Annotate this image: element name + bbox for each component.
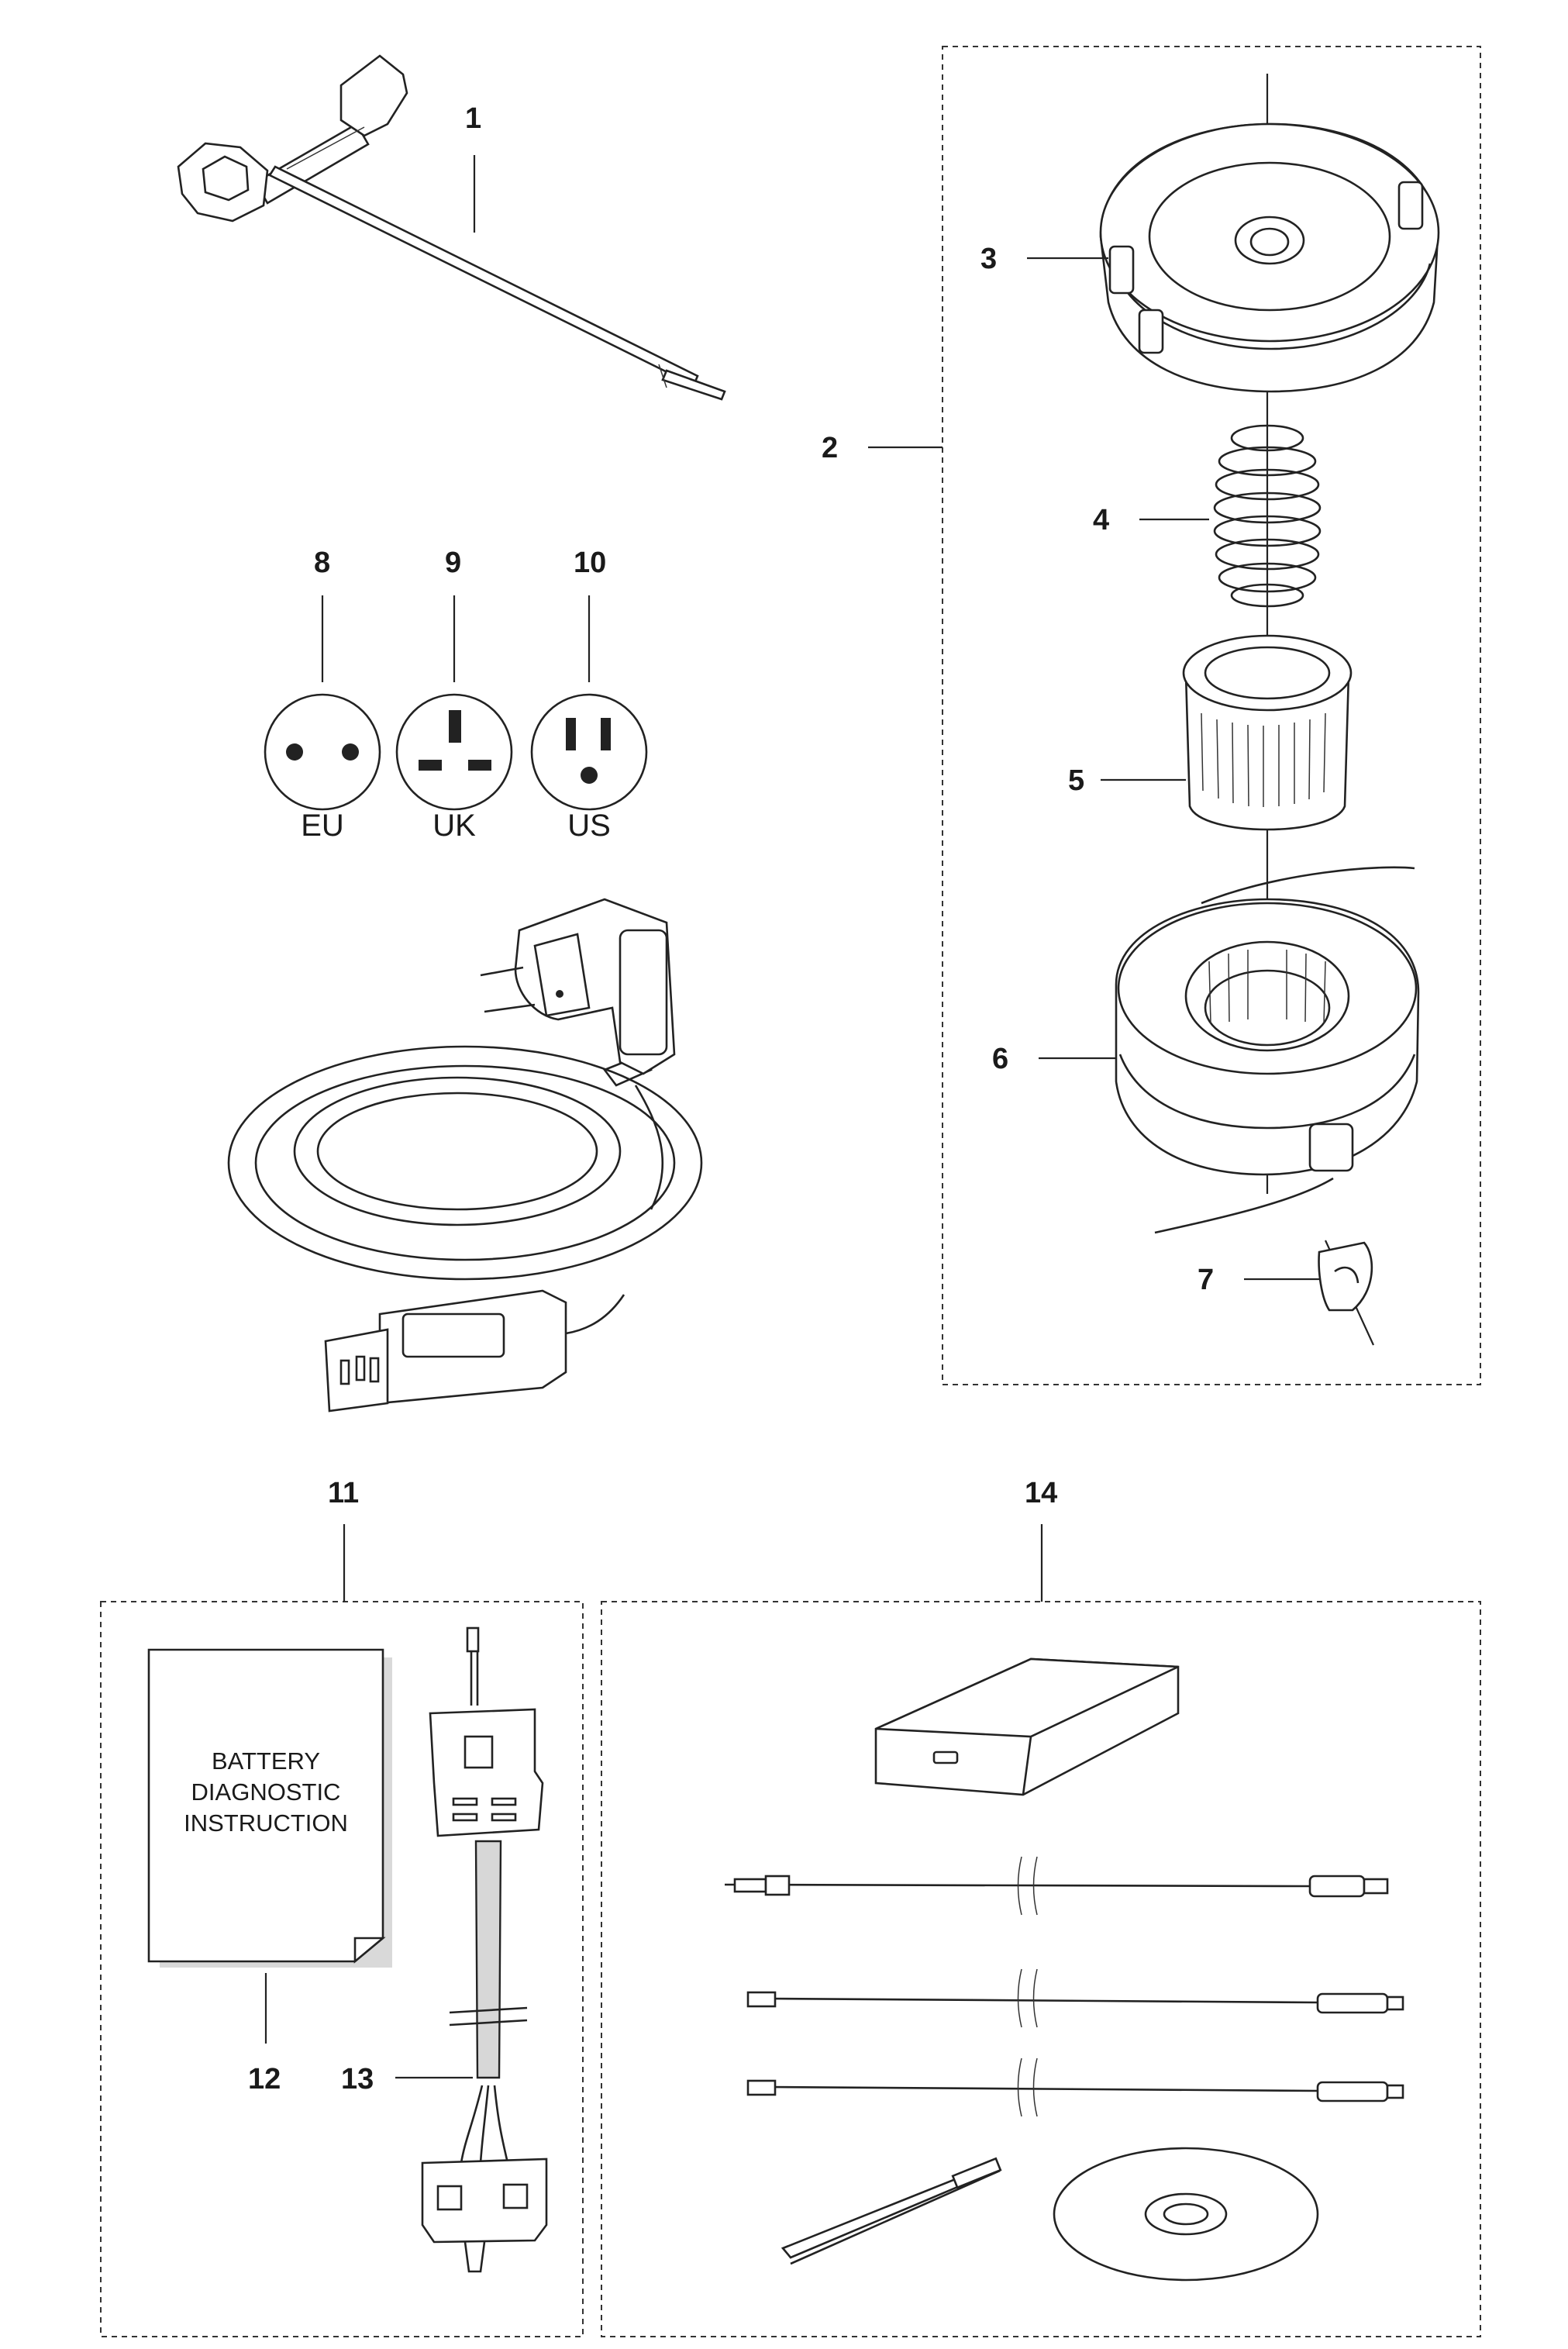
battery-diagnostic-group-box — [100, 1601, 584, 2337]
plug-uk-icon — [395, 693, 513, 811]
callout-7: 7 — [1198, 1264, 1214, 1296]
callout-8: 8 — [314, 547, 330, 579]
callout-10: 10 — [574, 547, 606, 579]
plug-eu-icon — [264, 693, 381, 811]
callout-12: 12 — [248, 2063, 281, 2095]
diagnostic-cable-2 — [746, 1968, 1404, 2028]
callout-11: 11 — [328, 1477, 359, 1509]
software-cd — [1053, 2147, 1319, 2282]
callout-13: 13 — [341, 2063, 374, 2095]
trimmer-spool — [1115, 866, 1420, 1234]
manual-line-3: INSTRUCTION — [184, 1809, 348, 1837]
callout-4: 4 — [1093, 504, 1109, 536]
callout-2: 2 — [822, 432, 838, 464]
callout-3: 3 — [980, 243, 997, 275]
combination-wrench — [177, 54, 726, 401]
battery-diagnostic-manual — [147, 1648, 392, 1968]
diagnostic-cable-1 — [724, 1856, 1389, 1916]
battery-adapter-cable — [421, 1626, 548, 2273]
callout-6: 6 — [992, 1043, 1008, 1075]
manual-line-2: DIAGNOSTIC — [191, 1778, 341, 1806]
plug-label-uk: UK — [432, 809, 476, 843]
engine-diagnostic-tool — [874, 1657, 1180, 1796]
plug-us-icon — [530, 693, 648, 811]
manual-line-1: BATTERY — [212, 1747, 320, 1775]
callout-14: 14 — [1025, 1477, 1057, 1509]
trimmer-head-cover — [1099, 122, 1440, 393]
spool-hub — [1182, 634, 1353, 831]
power-cord — [227, 898, 703, 1413]
diagnostic-cable-3 — [746, 2058, 1404, 2117]
callout-5: 5 — [1068, 764, 1084, 797]
spring — [1213, 424, 1322, 608]
callout-1: 1 — [465, 102, 481, 135]
callout-9: 9 — [445, 547, 461, 579]
line-clip — [1318, 1241, 1373, 1312]
plug-label-us: US — [567, 809, 611, 843]
tweezers — [781, 2157, 1002, 2265]
plug-label-eu: EU — [301, 809, 344, 843]
